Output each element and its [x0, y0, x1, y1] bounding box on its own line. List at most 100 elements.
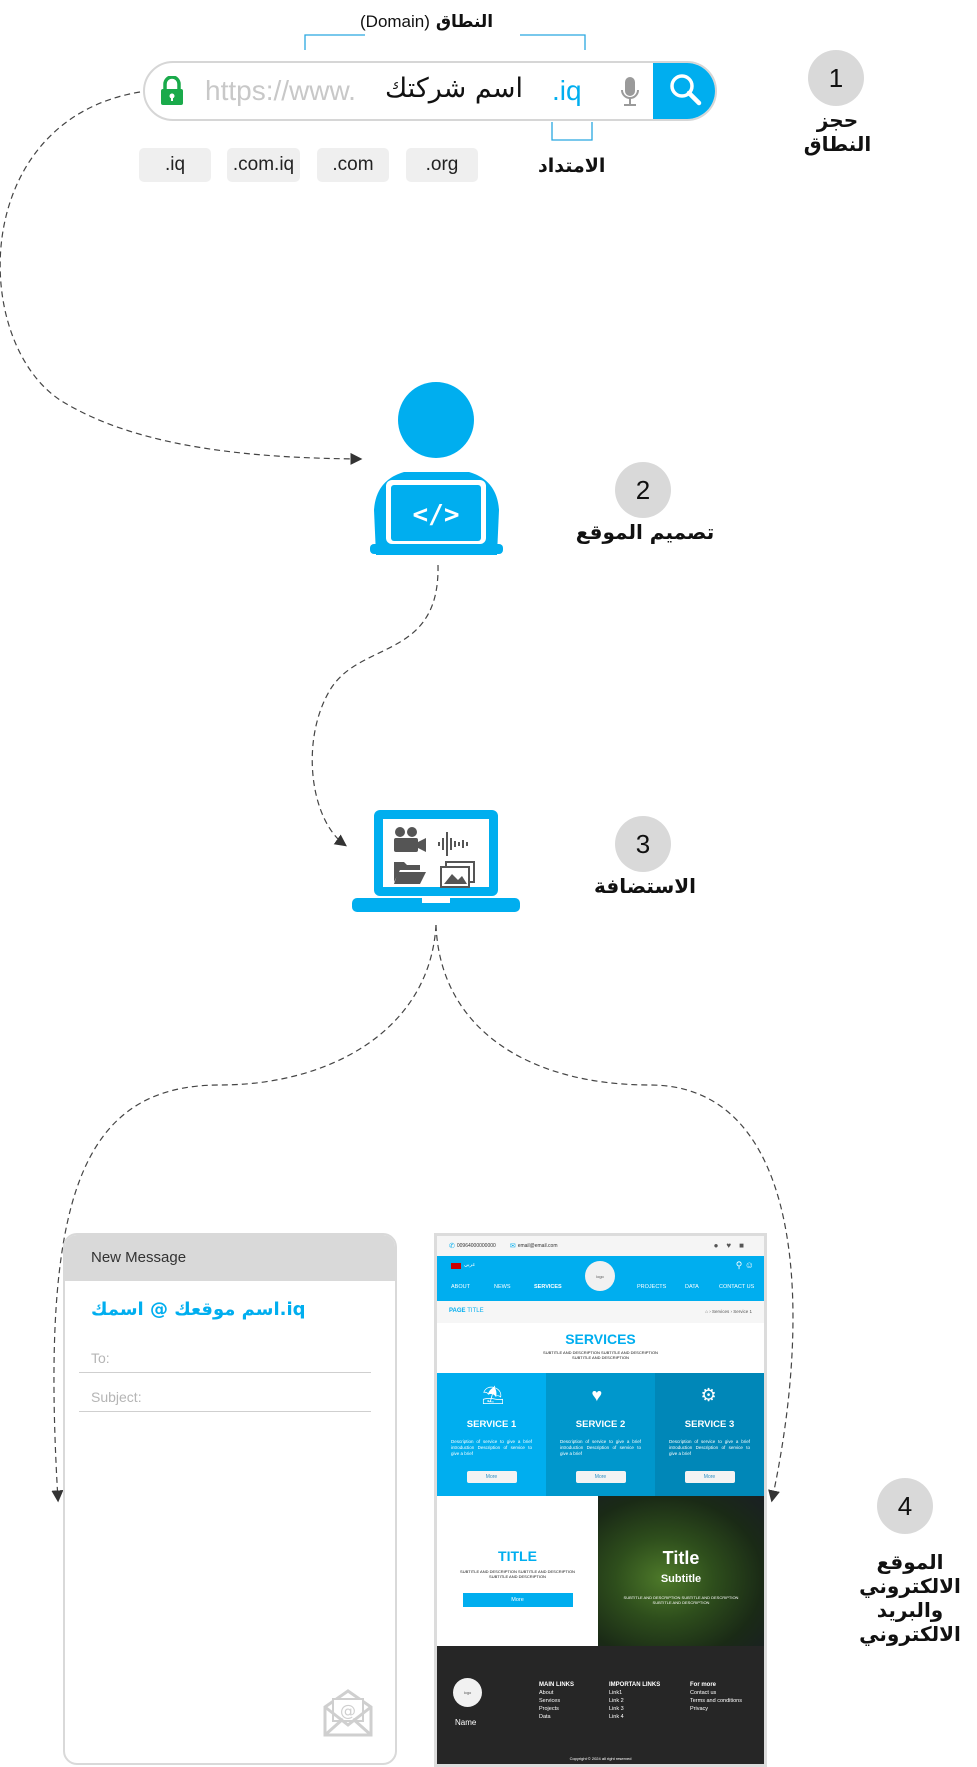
video-camera-icon	[394, 827, 426, 852]
footer-link[interactable]: Privacy	[690, 1705, 709, 1712]
nav-projects[interactable]: PROJECTS	[637, 1284, 667, 1290]
footer-link[interactable]: Services	[539, 1697, 561, 1704]
step-1-badge: 1	[808, 50, 864, 106]
footer-link[interactable]: Data	[539, 1713, 551, 1720]
hero-block: Title Subtitle SUBTITLE AND DESCRIPTION …	[598, 1496, 764, 1646]
service-more-button[interactable]: More	[466, 1471, 517, 1483]
extension-chip-com[interactable]: .com	[317, 148, 389, 182]
hosting-laptop-icon	[352, 810, 520, 919]
service-title: SERVICE 1	[466, 1419, 517, 1430]
website-phone: 00964000000000	[456, 1243, 496, 1249]
heart-icon: ♥	[591, 1385, 603, 1405]
feature-more-button[interactable]: More	[462, 1593, 573, 1608]
facebook-icon[interactable]: ●	[713, 1241, 727, 1250]
lock-icon	[159, 75, 185, 110]
home-icon[interactable]: ⌂	[705, 1309, 708, 1314]
breadcrumb-item[interactable]: Service 1	[733, 1309, 752, 1314]
connector-3-mail	[51, 924, 437, 1503]
nav-contact[interactable]: CONTACT US	[719, 1284, 755, 1290]
subject-field[interactable]: Subject:	[79, 1389, 371, 1412]
footer-link[interactable]: Link 2	[609, 1697, 624, 1704]
connector-3-web	[435, 924, 794, 1503]
footer-important-links: IMPORTAN LINKS Link1 Link 2 Link 3 Link …	[609, 1681, 660, 1722]
step-3-label: الاستضافة	[593, 874, 697, 898]
mail-icon: ✉	[509, 1243, 516, 1250]
to-field[interactable]: To:	[79, 1350, 371, 1373]
extension-chip-com-iq[interactable]: .com.iq	[227, 148, 300, 182]
footer-link[interactable]: About	[539, 1689, 554, 1696]
feature-title: TITLE	[498, 1548, 537, 1564]
url-protocol: https://www.	[205, 75, 356, 106]
footer-link[interactable]: Link 3	[609, 1705, 624, 1712]
footer-col-title: IMPORTAN LINKS	[609, 1682, 661, 1688]
hero-title: Title	[662, 1548, 700, 1568]
page-title-a: PAGE	[449, 1308, 466, 1314]
footer-link[interactable]: Terms and conditions	[690, 1697, 742, 1704]
phone-icon: ✆	[449, 1243, 455, 1250]
footer-more-links: For more Contact us Terms and conditions…	[690, 1681, 742, 1714]
step-3-badge: 3	[615, 816, 671, 872]
breadcrumb: ⌂ › Services › Service 1	[705, 1309, 752, 1314]
page-title: PAGE TITLE	[449, 1308, 484, 1314]
images-icon	[440, 861, 475, 888]
domain-caption-ar: النطاق	[435, 12, 494, 32]
page-title-b: TITLE	[467, 1308, 484, 1314]
microphone-icon[interactable]	[620, 76, 640, 112]
service-desc: Description of service to give a brief i…	[451, 1439, 532, 1457]
footer-link[interactable]: Contact us	[690, 1689, 717, 1696]
svg-text:@: @	[340, 1701, 356, 1720]
email-header: New Message	[65, 1235, 395, 1281]
nav-services[interactable]: SERVICES	[534, 1284, 562, 1290]
service-more-button[interactable]: More	[575, 1471, 626, 1483]
footer-col-title: For more	[690, 1682, 717, 1688]
footer-link[interactable]: Projects	[539, 1705, 559, 1712]
connector-1-2	[0, 91, 363, 465]
extension-chip-org[interactable]: .org	[406, 148, 478, 182]
breadcrumb-item[interactable]: Services	[711, 1309, 730, 1314]
youtube-icon[interactable]: ■	[739, 1241, 752, 1250]
services-subtitle: SUBTITLE AND DESCRIPTION SUBTITLE AND DE…	[543, 1350, 658, 1361]
service-title: SERVICE 3	[684, 1419, 735, 1430]
website-footer: logo Name MAIN LINKS About Services Proj…	[437, 1646, 764, 1764]
service-card: ♥ SERVICE 2 Description of service to gi…	[546, 1373, 655, 1496]
domain-caption-en: (Domain)	[360, 12, 430, 31]
social-icons[interactable]: ●♥■	[714, 1241, 752, 1250]
nav-about[interactable]: ABOUT	[451, 1284, 470, 1290]
step-4-label-line: والبريد	[876, 1598, 944, 1622]
step-2-label: تصميم الموقع	[575, 520, 715, 544]
envelope-at-icon: @	[321, 1685, 375, 1743]
service-title: SERVICE 2	[575, 1419, 626, 1430]
step-4-label-line: الالكتروني	[859, 1574, 961, 1598]
island-icon: ⛱	[481, 1385, 505, 1405]
services-header: SERVICES SUBTITLE AND DESCRIPTION SUBTIT…	[437, 1323, 764, 1373]
url-company-name[interactable]: اسم شركتك	[385, 73, 523, 104]
language-switch[interactable]: عربي	[464, 1262, 476, 1268]
service-more-button[interactable]: More	[684, 1471, 735, 1483]
extension-chip-iq[interactable]: .iq	[139, 148, 211, 182]
domain-caption: (Domain) النطاق	[360, 12, 493, 32]
services-title: SERVICES	[565, 1331, 636, 1347]
twitter-icon[interactable]: ♥	[726, 1241, 740, 1250]
search-user-icons[interactable]: ⚲ ☺	[735, 1260, 754, 1270]
hero-desc: SUBTITLE AND DESCRIPTION SUBTITLE AND DE…	[623, 1595, 739, 1606]
extension-caption: الامتداد	[538, 155, 606, 177]
footer-name: Name	[455, 1718, 477, 1727]
url-bar[interactable]: https://www. اسم شركتك .iq	[143, 61, 717, 121]
footer-logo[interactable]: logo	[453, 1678, 482, 1707]
service-card: ⚙ SERVICE 3 Description of service to gi…	[655, 1373, 764, 1496]
nav-news[interactable]: NEWS	[494, 1284, 511, 1290]
footer-link[interactable]: Link1	[609, 1689, 623, 1696]
nav-data[interactable]: DATA	[685, 1284, 699, 1290]
audio-wave-icon	[438, 832, 468, 856]
footer-link[interactable]: Link 4	[609, 1713, 624, 1720]
website-logo[interactable]: logo	[585, 1261, 615, 1291]
email-compose-panel: New Message iq.اسم موقعك @ اسمك To: Subj…	[63, 1233, 397, 1765]
domain-bracket	[304, 34, 586, 50]
extension-bracket	[551, 122, 593, 141]
search-button[interactable]	[653, 63, 715, 119]
website-email: email@email.com	[517, 1243, 558, 1249]
service-cards: ⛱ SERVICE 1 Description of service to gi…	[437, 1373, 764, 1496]
footer-copyright: Copyright © 2024 all right reserved	[569, 1756, 632, 1761]
flag-icon	[451, 1263, 461, 1269]
feature-block: TITLE SUBTITLE AND DESCRIPTION SUBTITLE …	[437, 1496, 598, 1646]
